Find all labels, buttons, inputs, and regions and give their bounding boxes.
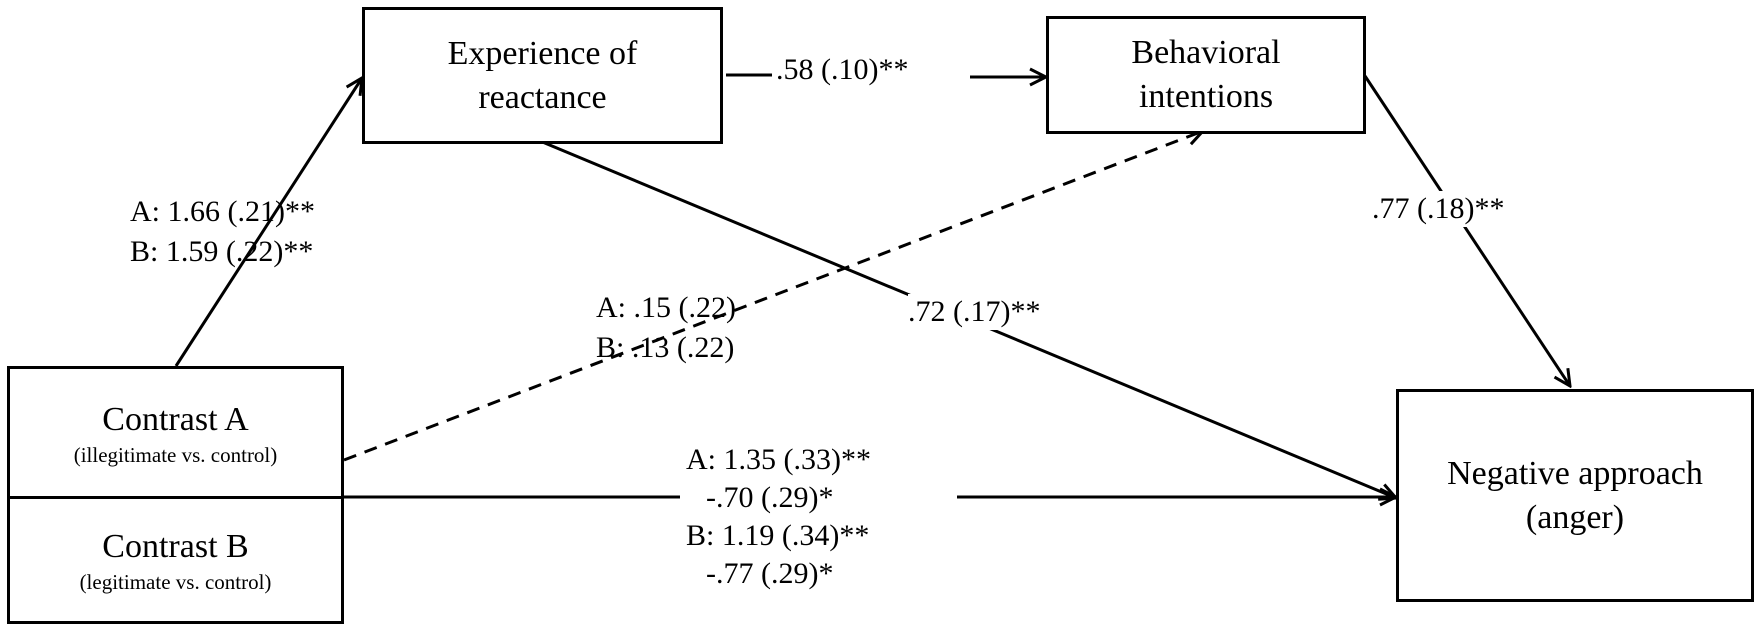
coef-contrast-to-intentions-b: B: .13 (.22) (596, 331, 735, 364)
node-anger-line-1: Negative approach (1447, 454, 1703, 492)
node-contrast-b: Contrast B (legitimate vs. control) (7, 496, 344, 624)
node-anger-line-2: (anger) (1525, 498, 1625, 536)
node-reactance-line-2: reactance (478, 78, 607, 116)
coef-contrast-to-intentions: A: .15 (.22) B: .13 (.22) (596, 288, 736, 368)
node-contrast-a-subtitle: (illegitimate vs. control) (73, 442, 278, 467)
coef-reactance-to-anger-value: .72 (.17)** (908, 295, 1041, 328)
coef-reactance-to-intentions: .58 (.10)** (776, 52, 908, 88)
node-contrast-b-title: Contrast B (102, 528, 249, 565)
arrow-intentions-to-anger (1363, 75, 1570, 386)
node-intentions-line-1: Behavioral (1131, 34, 1281, 71)
coef-contrast-to-intentions-a: A: .15 (.22) (596, 291, 736, 324)
arrow-contrast-to-reactance (174, 78, 362, 367)
coef-contrast-to-reactance-b: B: 1.59 (.22)** (130, 235, 314, 268)
coef-intentions-to-anger: .77 (.18)** (1372, 191, 1505, 227)
coef-reactance-to-anger: .72 (.17)** (908, 294, 1041, 330)
coef-contrast-to-anger: A: 1.35 (.33)** -.70 (.29)* B: 1.19 (.34… (686, 441, 871, 593)
coef-contrast-to-anger-b: B: 1.19 (.34)** (686, 519, 870, 552)
arrow-contrast-to-intentions (343, 131, 1203, 462)
node-intentions-line-2: intentions (1138, 78, 1274, 115)
coef-contrast-to-reactance: A: 1.66 (.21)** B: 1.59 (.22)** (130, 192, 315, 272)
node-anger: Negative approach (anger) (1396, 389, 1754, 602)
coef-contrast-to-anger-b-direct: -.77 (.29)* (706, 557, 834, 590)
node-contrast-b-subtitle: (legitimate vs. control) (79, 570, 272, 594)
coef-contrast-to-anger-a-direct: -.70 (.29)* (706, 481, 834, 514)
coef-contrast-to-anger-a: A: 1.35 (.33)** (686, 443, 871, 476)
node-intentions: Behavioral intentions (1046, 16, 1366, 134)
coef-reactance-to-intentions-value: .58 (.10)** (776, 53, 909, 86)
node-reactance: Experience of reactance (362, 7, 723, 144)
node-reactance-line-1: Experience of (447, 34, 638, 72)
node-contrast-a: Contrast A (illegitimate vs. control) (7, 366, 344, 499)
coef-intentions-to-anger-value: .77 (.18)** (1372, 192, 1505, 225)
node-contrast-a-title: Contrast A (102, 400, 249, 438)
coef-contrast-to-reactance-a: A: 1.66 (.21)** (130, 195, 315, 228)
